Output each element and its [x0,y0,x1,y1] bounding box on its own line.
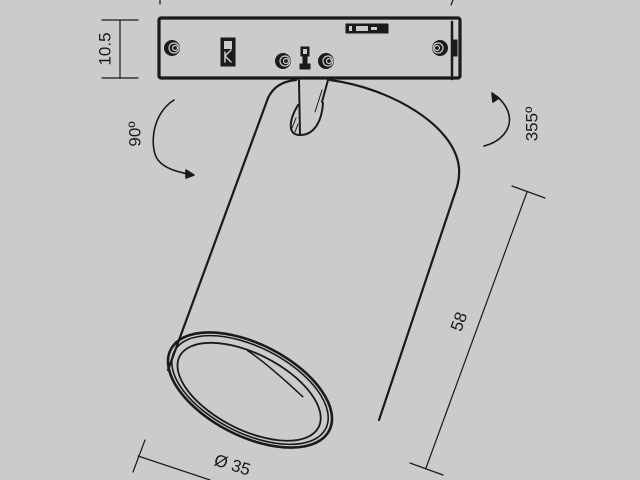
diameter-dimension [132,439,211,480]
length-label: 58 [447,310,471,334]
mounting-stem [289,79,329,136]
diameter-label: Ø 35 [212,451,253,480]
spotlight-body [166,78,461,422]
track-adapter [157,16,462,81]
screw-center-left [275,53,291,69]
spotlight-opening [166,331,334,449]
rotation-horizontal-label: 355º [522,107,541,142]
screw-right [432,40,448,56]
top-tick-right [450,0,454,6]
height-label: 10.5 [95,32,114,65]
rotation-vertical-label: 90º [125,121,144,146]
screw-center-right [318,53,334,69]
height-dimension [101,19,139,79]
screw-left [164,40,180,56]
rotation-arrow-355 [483,92,511,147]
length-dimension [409,185,546,476]
rotation-arrow-90 [152,99,195,179]
